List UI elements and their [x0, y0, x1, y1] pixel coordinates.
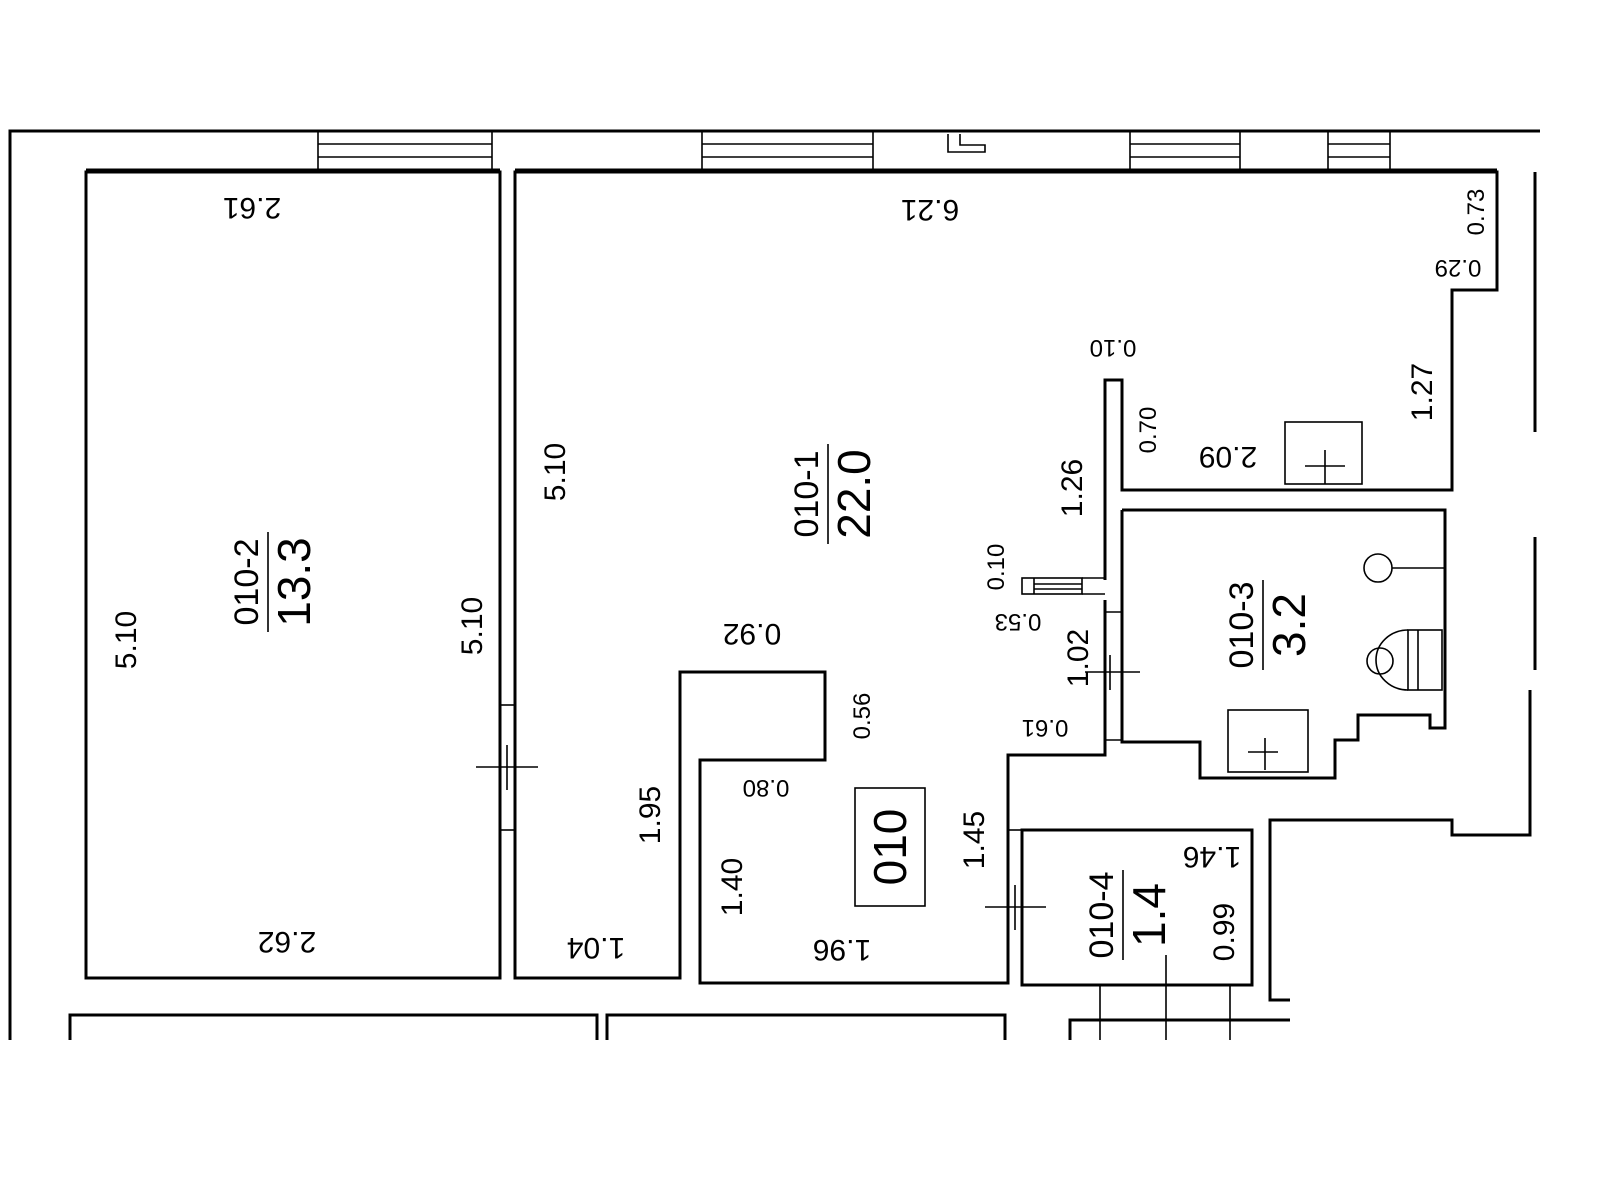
apartment-number: 010 — [864, 809, 916, 886]
dim: 0.10 — [1090, 334, 1137, 361]
bathtub-cabinet — [1227, 709, 1309, 773]
dim: 2.62 — [258, 925, 316, 958]
room-label-010-2: 010-2 13.3 — [228, 532, 320, 632]
adjacent-walls — [68, 955, 1290, 1040]
radiator-symbol — [947, 134, 986, 153]
dim: 1.45 — [958, 811, 991, 869]
room-area: 13.3 — [268, 537, 320, 627]
room-id: 010-3 — [1223, 582, 1261, 669]
toilet — [1366, 629, 1443, 691]
dim: 5.10 — [456, 597, 489, 655]
dim: 1.27 — [1406, 363, 1439, 421]
dim: 1.40 — [716, 858, 749, 916]
dim: 1.95 — [634, 786, 667, 844]
window — [1129, 130, 1241, 171]
dim: 1.26 — [1056, 459, 1089, 517]
room-label-010-4: 010-4 1.4 — [1083, 870, 1175, 960]
dim: 0.80 — [743, 774, 790, 801]
door-010-4 — [985, 829, 1046, 930]
dim: 1.02 — [1062, 629, 1095, 687]
room-010-1 — [513, 170, 1499, 985]
door-010-2 — [476, 704, 538, 831]
window — [317, 130, 493, 171]
dim: 0.29 — [1435, 254, 1482, 281]
window — [1327, 130, 1391, 171]
room-id: 010-4 — [1083, 872, 1121, 959]
room-area: 1.4 — [1123, 883, 1175, 947]
dimension-labels: 2.61 2.62 6.21 0.29 0.10 2.09 0.53 0.61 … — [110, 189, 1490, 966]
dim: 2.09 — [1199, 440, 1257, 473]
window — [701, 130, 874, 171]
dim: 5.10 — [110, 611, 143, 669]
room-id: 010-1 — [788, 451, 826, 538]
dim: 0.99 — [1208, 903, 1241, 961]
dim: 0.73 — [1463, 189, 1490, 236]
room-010-2 — [84, 170, 502, 980]
room-area: 3.2 — [1263, 593, 1315, 657]
dim: 1.04 — [567, 931, 625, 964]
room-id: 010-2 — [228, 539, 266, 626]
dim: 1.46 — [1183, 840, 1241, 873]
room-area: 22.0 — [828, 449, 880, 539]
windows — [317, 130, 1391, 171]
dim: 1.96 — [813, 933, 871, 966]
room-label-010-3: 010-3 3.2 — [1223, 580, 1315, 670]
dim: 2.61 — [223, 191, 281, 224]
dim: 0.92 — [723, 617, 781, 650]
dim: 0.70 — [1135, 407, 1162, 454]
washbasin — [1363, 553, 1445, 583]
dim: 0.56 — [849, 693, 876, 740]
dim: 0.53 — [995, 608, 1042, 635]
room-010-3 — [1120, 508, 1447, 780]
dim: 6.21 — [901, 193, 959, 226]
dim: 0.10 — [983, 544, 1010, 591]
sink-cabinet — [1284, 421, 1363, 485]
dim: 5.10 — [539, 443, 572, 501]
room-label-010-1: 010-1 22.0 — [788, 444, 880, 544]
door-010-3 — [1085, 611, 1140, 741]
dim: 0.61 — [1022, 714, 1069, 741]
apartment-label: 010 — [854, 787, 926, 907]
ventilation-shaft — [1021, 577, 1105, 595]
